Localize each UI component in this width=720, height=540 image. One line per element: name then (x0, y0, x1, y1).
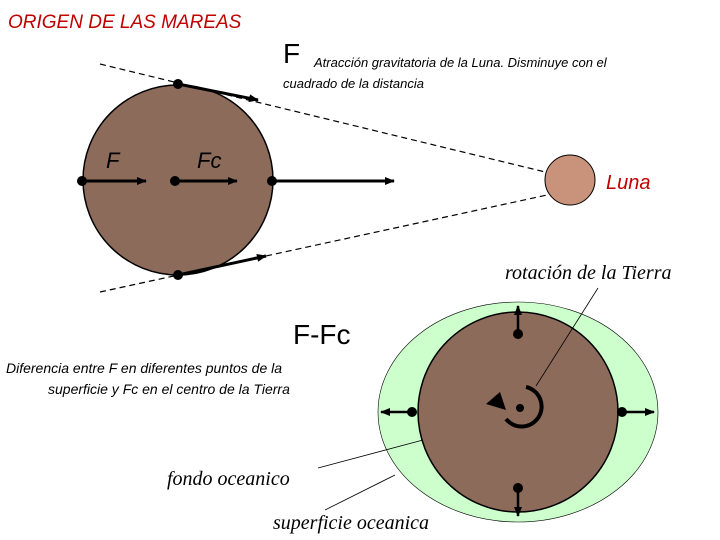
rotation-pointer-line (535, 287, 599, 387)
force-desc-line1: Atracción gravitatoria de la Luna. Dismi… (313, 55, 608, 70)
diff-desc-line2: superficie y Fc en el centro de la Tierr… (48, 381, 290, 397)
surface-pointer-line (324, 474, 396, 511)
seabed-label: fondo oceanico (167, 468, 290, 490)
moon-label: Luna (606, 172, 651, 194)
point-top (173, 79, 183, 89)
earth-bottom-circle (417, 311, 619, 513)
moon-circle (544, 154, 596, 206)
point-center (170, 176, 180, 186)
rotation-icon (486, 385, 544, 429)
tide-point-right (617, 407, 627, 417)
tide-point-top (513, 329, 523, 339)
tide-point-bottom (513, 483, 523, 493)
force-desc-line2: cuadrado de la distancia (283, 76, 424, 91)
force-arrow-bottom (177, 253, 267, 277)
diff-title: F-Fc (293, 319, 351, 350)
force-symbol: F (283, 38, 300, 69)
surface-label: superficie oceanica (273, 512, 429, 534)
rotation-label: rotación de la Tierra (505, 262, 671, 284)
point-near (267, 176, 277, 186)
force-arrow-top (177, 82, 259, 103)
tide-point-left (407, 407, 417, 417)
seabed-pointer-line (317, 439, 424, 469)
label-F: F (106, 148, 121, 173)
point-far (77, 176, 87, 186)
point-bottom (173, 270, 183, 280)
label-Fc: Fc (197, 148, 221, 173)
diff-desc-line1: Diferencia entre F en diferentes puntos … (6, 360, 282, 376)
title: ORIGEN DE LAS MAREAS (8, 12, 242, 33)
